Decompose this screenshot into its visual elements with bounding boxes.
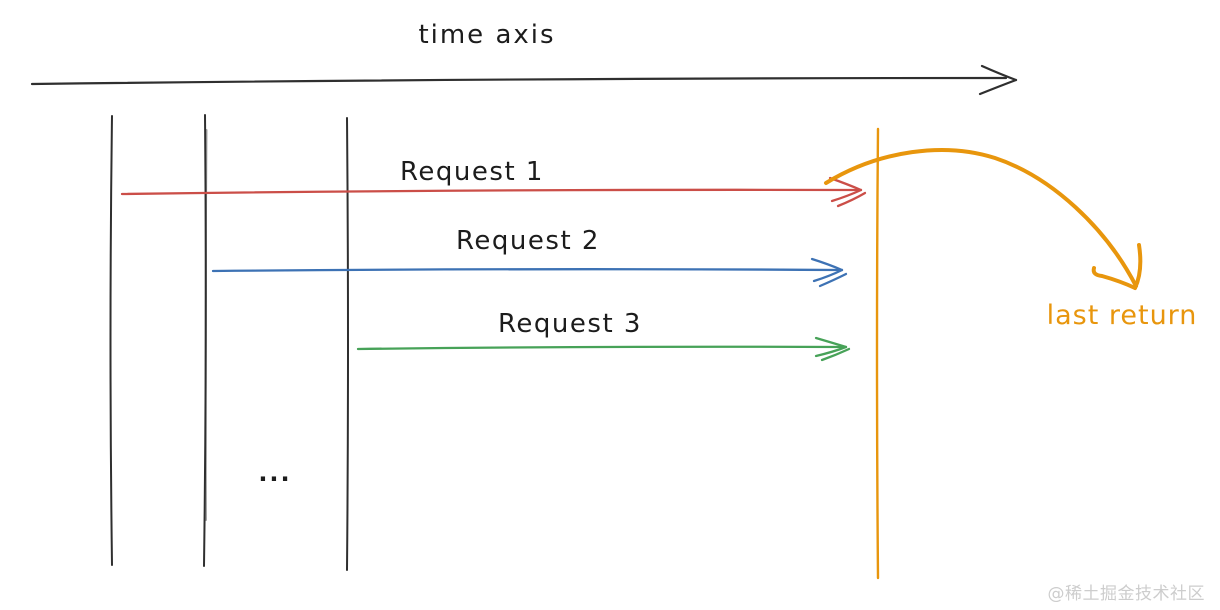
request-3-line [356, 345, 844, 351]
request-3-arrowhead [814, 336, 848, 349]
request-1-label: Request 1 [400, 157, 544, 187]
ellipsis-label: ... [258, 459, 291, 487]
lifelines [109, 114, 349, 571]
time-axis-title: time axis [418, 20, 555, 50]
request-2-arrowhead [812, 268, 844, 283]
lifeline-2 [203, 114, 207, 567]
request-1-arrowhead [836, 191, 867, 208]
request-3-arrowhead [820, 347, 851, 362]
time-axis-arrowhead [980, 64, 1018, 82]
request-3-arrowhead [814, 345, 848, 358]
request-2-label: Request 2 [456, 226, 600, 256]
request-3-label: Request 3 [498, 309, 642, 339]
lifeline-2-overdraw [204, 129, 208, 521]
last-return-arrowhead [1133, 243, 1143, 290]
request-3-arrow [356, 336, 851, 362]
watermark: @稀土掘金技术社区 [1048, 584, 1206, 604]
time-axis-arrowhead [978, 78, 1018, 96]
last-return-label: last return [1047, 300, 1198, 331]
last-return-group [824, 127, 1143, 580]
request-2-arrow [211, 257, 848, 288]
time-axis-line [30, 76, 1008, 86]
lifeline-1 [109, 115, 113, 566]
return-boundary-line [875, 127, 880, 580]
request-2-line [211, 268, 843, 273]
request-1-line [120, 188, 862, 196]
lifeline-3 [346, 117, 349, 571]
request-2-arrowhead [810, 257, 844, 272]
last-return-arrowhead [1091, 266, 1137, 290]
request-2-arrowhead [818, 272, 848, 288]
request-1-arrowhead [830, 188, 863, 203]
last-return-curve [824, 148, 1138, 288]
time-axis-arrow [30, 64, 1018, 96]
